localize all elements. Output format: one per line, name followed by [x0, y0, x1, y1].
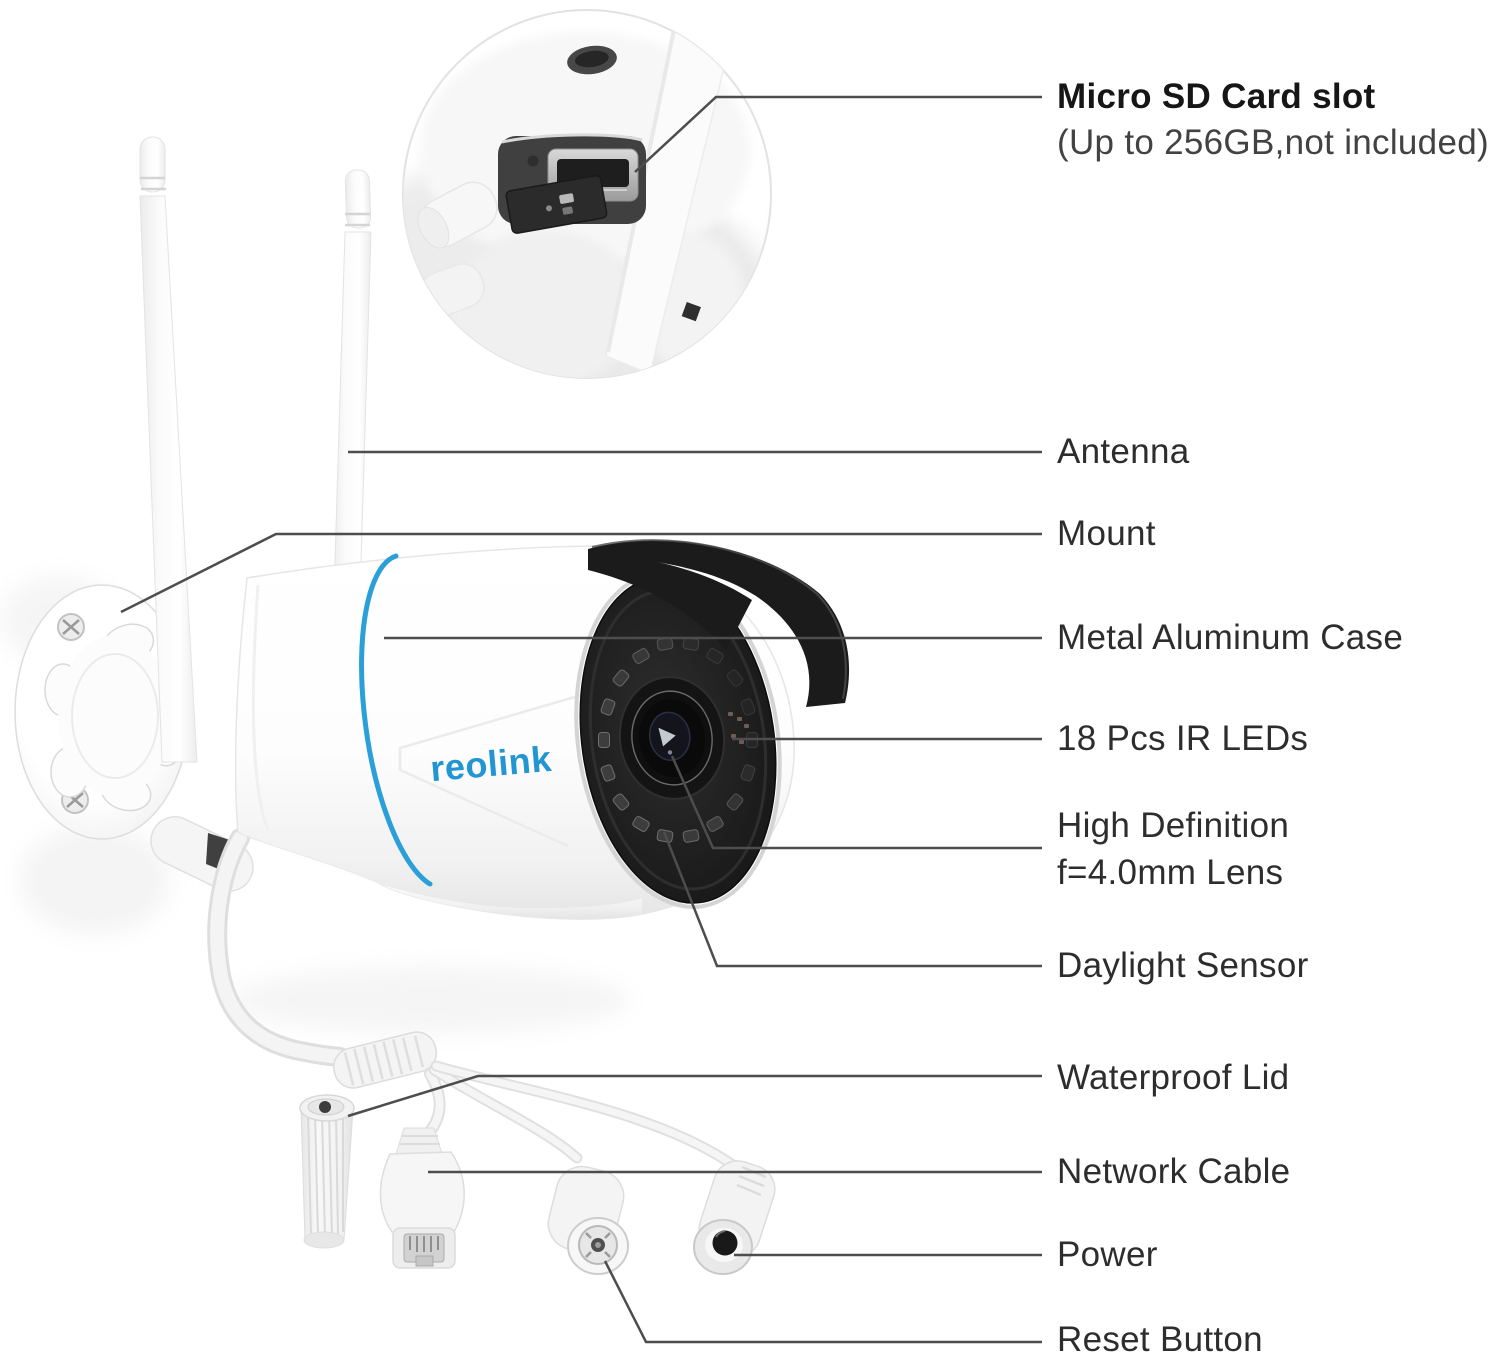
reset-connector [547, 1165, 629, 1275]
inset-detail [402, 9, 772, 379]
mount-screw-top [57, 613, 85, 641]
callout-daylight-sensor: Daylight Sensor [1057, 946, 1309, 985]
lens-highlight [658, 727, 676, 747]
leader-lines [120, 95, 1042, 1344]
antenna-left [139, 136, 198, 763]
leader-daylight-sensor [662, 831, 1042, 968]
callout-micro-sd-subtitle: (Up to 256GB,not included) [1057, 123, 1489, 162]
callout-power: Power [1057, 1235, 1158, 1274]
network-connector [379, 1127, 465, 1269]
callout-micro-sd-title: Micro SD Card slot [1057, 77, 1376, 116]
callout-waterproof-lid: Waterproof Lid [1057, 1058, 1290, 1097]
inset-hinge-dome [449, 231, 641, 378]
breakout-cables [420, 1060, 746, 1176]
case-seam [398, 692, 586, 848]
power-connector [693, 1160, 776, 1275]
inset-screw-hole [567, 45, 617, 75]
accent-ring [359, 553, 433, 887]
daylight-sensor-dots [728, 712, 749, 744]
power-jack-hole [712, 1230, 738, 1256]
callout-antenna: Antenna [1057, 432, 1190, 471]
callout-reset-button: Reset Button [1057, 1320, 1263, 1354]
leader-lens [670, 755, 1042, 850]
mount [14, 584, 254, 892]
leader-reset-button [603, 1260, 1042, 1344]
cable-junction [332, 1031, 746, 1176]
inset-antenna-base [417, 181, 498, 249]
main-cable [207, 828, 350, 1067]
callout-lens-line1: High Definition [1057, 806, 1290, 845]
leader-mount [120, 532, 1042, 614]
leader-waterproof-lid [347, 1074, 1042, 1118]
waterproof-lid [299, 1094, 355, 1249]
ir-led-ring [598, 637, 758, 843]
callout-mount: Mount [1057, 514, 1156, 553]
callout-lens-line2: f=4.0mm Lens [1057, 853, 1284, 892]
inset-sd-card [505, 174, 608, 234]
hood-visor [588, 540, 850, 707]
callout-metal-case: Metal Aluminum Case [1057, 618, 1404, 657]
callout-network-cable: Network Cable [1057, 1152, 1291, 1191]
lens [618, 676, 726, 800]
callout-ir-leds: 18 Pcs IR LEDs [1057, 719, 1309, 758]
leader-micro-sd [634, 95, 1042, 173]
camera-front [574, 539, 850, 909]
